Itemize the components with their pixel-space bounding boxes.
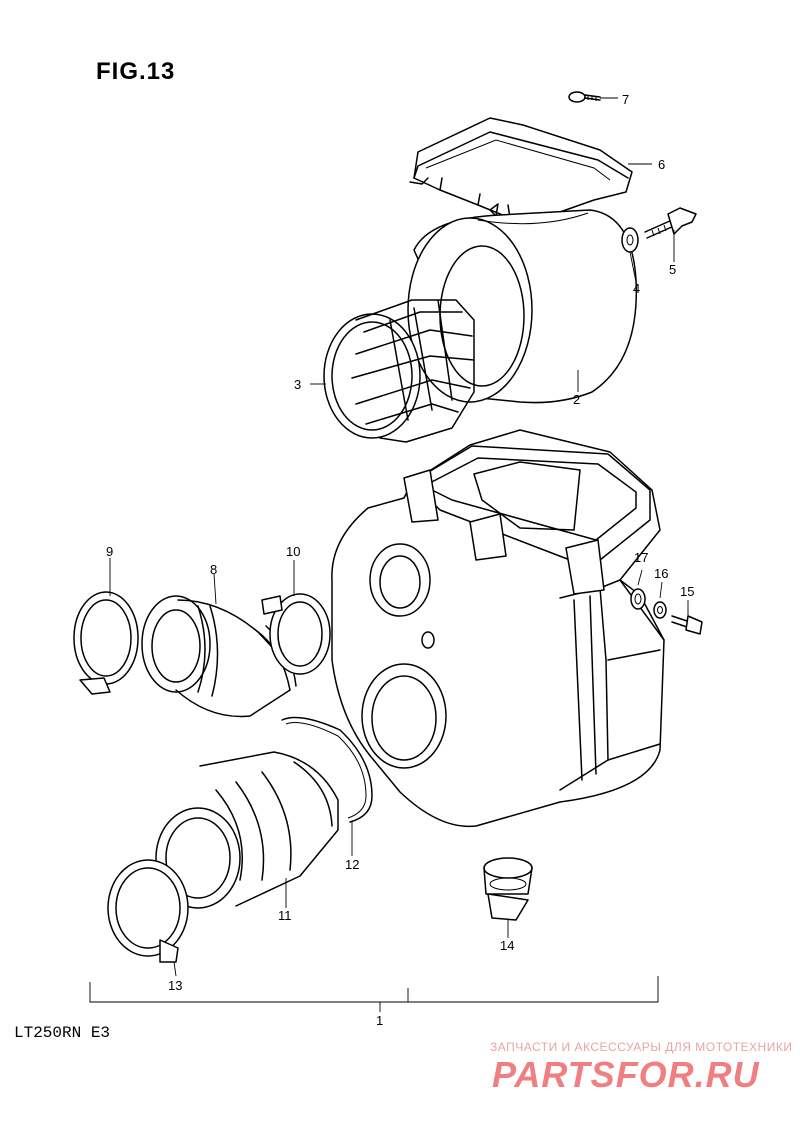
leader-lines [89,97,689,1012]
part-14-drain-valve [483,857,533,921]
callout-11: 11 [278,908,292,923]
callout-9: 9 [106,544,113,559]
callout-16: 16 [654,566,668,581]
callout-8: 8 [210,562,217,577]
callout-5: 5 [669,262,676,277]
part-7-screw [568,91,601,103]
callout-12: 12 [345,857,359,872]
figure-title: FIG.13 [96,58,176,85]
part-4-washer [621,227,639,253]
callout-14: 14 [500,938,514,953]
part-6-cover [409,117,633,219]
callout-7: 7 [622,92,629,107]
callout-17: 17 [634,550,648,565]
part-3-filter-cage [323,299,475,443]
callout-3: 3 [294,377,301,392]
part-1-air-cleaner-box [331,429,665,828]
callout-2: 2 [573,392,580,407]
callout-1: 1 [376,1013,383,1028]
watermark-tagline: ЗАПЧАСТИ И АКСЕССУАРЫ ДЛЯ МОТОТЕХНИКИ [490,1040,793,1054]
callout-labels: 7 6 5 4 2 3 9 8 10 17 16 15 12 11 14 13 … [106,92,694,1028]
part-5-wing-bolt [644,207,697,239]
part-12-band [281,716,373,823]
part-8-intake-pipe [141,595,297,718]
callout-13: 13 [168,978,182,993]
part-15-bolt [671,615,703,635]
part-17-grommet [630,588,646,610]
part-16-washer [653,601,667,619]
callout-15: 15 [680,584,694,599]
part-10-clamp [261,593,331,675]
callout-4: 4 [633,281,640,296]
part-13-clamp [107,859,189,963]
callout-6: 6 [658,157,665,172]
watermark-logo: PARTSFOR.RU [492,1054,760,1095]
callout-10: 10 [286,544,300,559]
part-9-clamp [73,591,139,695]
model-code: LT250RN E3 [14,1024,111,1042]
part-2-filter-element [407,209,638,404]
